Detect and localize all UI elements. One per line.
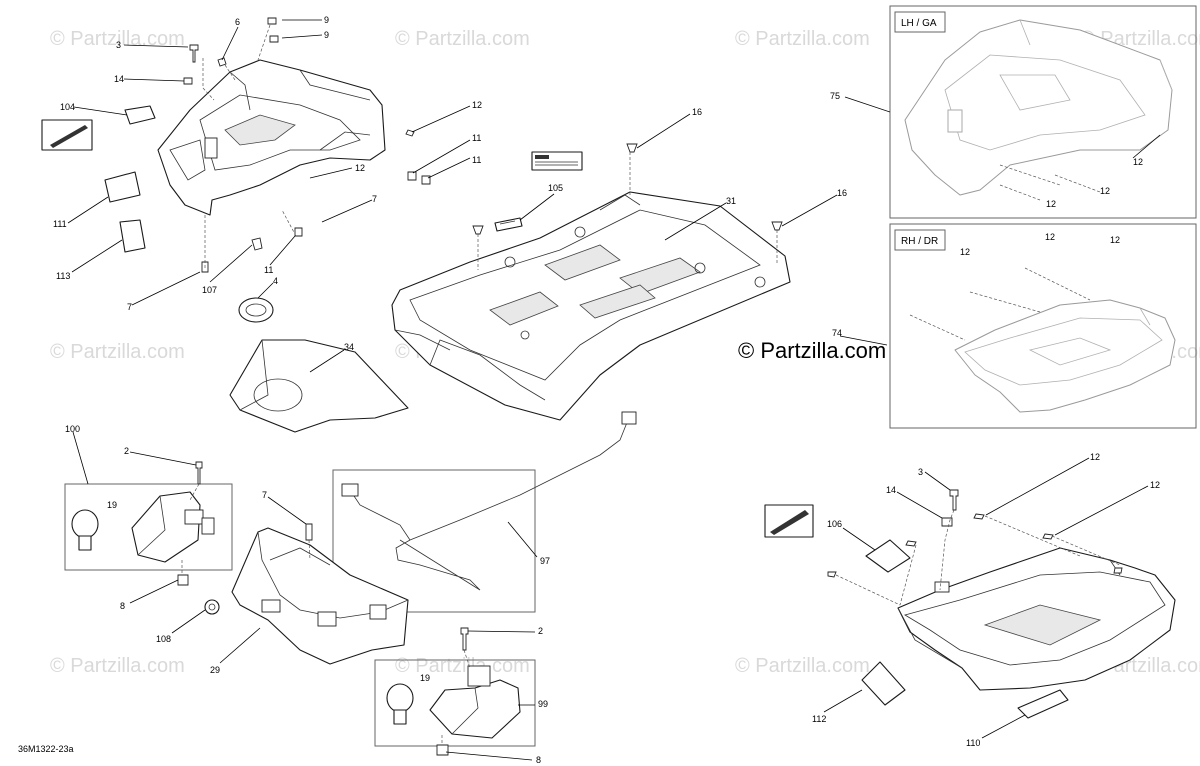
callout-99: 99 bbox=[538, 699, 548, 709]
callout-104: 104 bbox=[60, 102, 75, 112]
callout-14: 14 bbox=[114, 74, 124, 84]
watermark-10: © Partzilla.com bbox=[735, 655, 870, 677]
warning-label bbox=[531, 151, 583, 171]
callout-112: 112 bbox=[812, 714, 826, 724]
callout-29: 29 bbox=[210, 665, 220, 675]
callout-7: 7 bbox=[127, 302, 132, 312]
underbody-panel-31 bbox=[391, 191, 791, 421]
callout-7: 7 bbox=[372, 194, 377, 204]
light-kit-box-99 bbox=[374, 659, 536, 747]
callout-16: 16 bbox=[692, 107, 702, 117]
bulb-19a bbox=[71, 509, 99, 539]
harness-box-97 bbox=[332, 469, 536, 613]
light-assembly-99 bbox=[386, 627, 521, 756]
callout-12: 12 bbox=[1133, 157, 1143, 167]
watermark-8: © Partzilla.com bbox=[50, 655, 185, 677]
lh-storage-tray bbox=[157, 59, 386, 216]
callout-19: 19 bbox=[420, 673, 430, 683]
callout-8: 8 bbox=[536, 755, 541, 765]
decal-110 bbox=[1017, 689, 1069, 719]
callout-113: 113 bbox=[56, 271, 70, 281]
lh-hardware bbox=[183, 17, 431, 273]
diagram-reference: 36M1322-23a bbox=[18, 744, 74, 754]
watermark-1: © Partzilla.com bbox=[50, 28, 185, 50]
wire-harness-97 bbox=[341, 411, 637, 591]
callout-11: 11 bbox=[472, 133, 481, 143]
callout-12: 12 bbox=[472, 100, 482, 110]
callout-34: 34 bbox=[344, 342, 354, 352]
lh-label-box bbox=[894, 11, 946, 33]
callout-8: 8 bbox=[120, 601, 125, 611]
callout-12: 12 bbox=[960, 247, 970, 257]
callout-100: 100 bbox=[65, 424, 80, 434]
callout-2: 2 bbox=[538, 626, 543, 636]
callout-12: 12 bbox=[355, 163, 365, 173]
lh-inset-tray bbox=[904, 19, 1173, 196]
callout-74: 74 bbox=[832, 328, 842, 338]
leader-lines bbox=[67, 19, 1161, 761]
callout-107: 107 bbox=[202, 285, 217, 295]
rh-inset-box bbox=[889, 223, 1197, 429]
callout-12: 12 bbox=[1110, 235, 1120, 245]
emblem bbox=[238, 297, 274, 323]
watermark-3: © Partzilla.com bbox=[735, 28, 870, 50]
callout-110: 110 bbox=[966, 738, 980, 748]
callout-19: 19 bbox=[107, 500, 117, 510]
callout-12: 12 bbox=[1150, 480, 1160, 490]
rear-cover-34 bbox=[229, 339, 409, 433]
callout-7: 7 bbox=[262, 490, 267, 500]
harness-connector-left bbox=[341, 483, 359, 497]
callout-2: 2 bbox=[124, 446, 129, 456]
callout-12: 12 bbox=[1046, 199, 1056, 209]
callout-3: 3 bbox=[116, 40, 121, 50]
bulb-19b bbox=[386, 683, 414, 713]
rh-inset-tray bbox=[954, 299, 1176, 413]
rh-label-box bbox=[894, 229, 946, 251]
harness-connector-top bbox=[621, 411, 637, 425]
callouts: 3 6 9 9 14 104 12 11 11 12 7 111 113 107… bbox=[53, 15, 1160, 765]
center-watermark: © Partzilla.com bbox=[738, 338, 886, 363]
callout-11: 11 bbox=[264, 265, 273, 275]
latch bbox=[204, 137, 218, 159]
callout-9: 9 bbox=[324, 30, 329, 40]
callout-97: 97 bbox=[540, 556, 550, 566]
light-kit-box-100 bbox=[64, 483, 233, 571]
light-housing-29 bbox=[204, 523, 409, 665]
watermark-5: © Partzilla.com bbox=[50, 341, 185, 363]
lh-label: LH / GA bbox=[901, 18, 937, 29]
warning-decal bbox=[41, 119, 93, 151]
callout-3: 3 bbox=[918, 467, 923, 477]
light-assembly-100 bbox=[71, 461, 215, 586]
callout-31: 31 bbox=[726, 196, 736, 206]
watermark-2: © Partzilla.com bbox=[395, 28, 530, 50]
callout-106: 106 bbox=[827, 519, 842, 529]
callout-4: 4 bbox=[273, 276, 278, 286]
callout-14: 14 bbox=[886, 485, 896, 495]
decals-left bbox=[41, 105, 156, 253]
callout-12: 12 bbox=[1100, 186, 1110, 196]
callout-9: 9 bbox=[324, 15, 329, 25]
callout-16: 16 bbox=[837, 188, 847, 198]
watermark-9: © Partzilla.com bbox=[395, 655, 530, 677]
callout-111: 111 bbox=[53, 219, 67, 229]
callout-11: 11 bbox=[472, 155, 481, 165]
grommet-108 bbox=[204, 599, 220, 615]
callout-105: 105 bbox=[548, 183, 563, 193]
assembly-lines bbox=[181, 24, 1121, 745]
decal-106 bbox=[865, 539, 911, 573]
top-hardware bbox=[472, 143, 783, 235]
callout-108: 108 bbox=[156, 634, 171, 644]
decal-112 bbox=[861, 661, 906, 706]
callout-6: 6 bbox=[235, 17, 240, 27]
callout-75: 75 bbox=[830, 91, 840, 101]
rh-storage-tray bbox=[764, 489, 1176, 719]
callout-12: 12 bbox=[1045, 232, 1055, 242]
rh-label: RH / DR bbox=[901, 236, 938, 247]
callout-12: 12 bbox=[1090, 452, 1100, 462]
